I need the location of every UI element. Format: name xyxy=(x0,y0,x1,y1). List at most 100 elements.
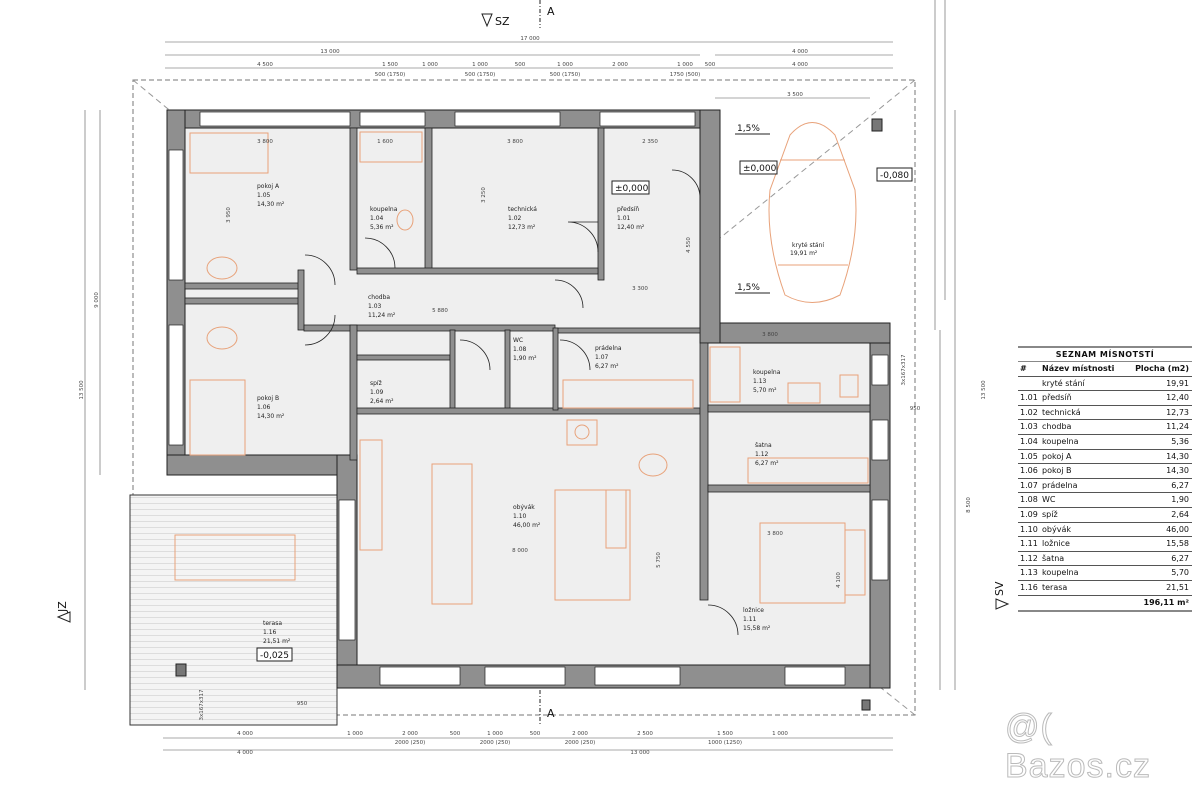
sofa xyxy=(554,489,631,601)
row-name: pokoj B xyxy=(1042,466,1072,476)
row-area: 6,27 xyxy=(1171,553,1189,563)
slope-top: 1,5% xyxy=(737,124,760,134)
bed-pokoj-a xyxy=(189,132,269,174)
dimension-label: 5 750 xyxy=(656,552,662,568)
dimension-lines xyxy=(84,0,956,751)
level-box-outside xyxy=(876,167,913,182)
row-number: 1.06 xyxy=(1020,466,1038,476)
row-area: 12,40 xyxy=(1166,393,1189,403)
table-title: SEZNAM MÍSNOTSTÍ xyxy=(1018,346,1192,362)
row-number: 1.10 xyxy=(1020,524,1038,534)
row-number: 1.05 xyxy=(1020,451,1038,461)
dimension-label: 2000 (250) xyxy=(565,740,596,746)
dimension-label: 3 800 xyxy=(762,332,778,338)
dimension-label: 4 000 xyxy=(237,750,253,756)
dimension-label: 2 000 xyxy=(402,731,418,737)
table-row: 1.11 ložnice 15,58 xyxy=(1018,537,1192,552)
bathtub-113 xyxy=(709,346,741,403)
dimension-label: 500 (1750) xyxy=(465,72,496,78)
dimension-label: 3 300 xyxy=(632,286,648,292)
dimension-label: 4 100 xyxy=(836,572,842,588)
row-name: ložnice xyxy=(1042,539,1070,549)
dimension-label: 1 000 xyxy=(677,62,693,68)
section-a-bottom: A xyxy=(547,707,555,720)
dimension-label: 13 500 xyxy=(981,380,987,400)
level-terrace: -0,025 xyxy=(260,651,289,661)
dimension-label: 2 500 xyxy=(637,731,653,737)
car-outline xyxy=(768,122,857,303)
row-number: 1.16 xyxy=(1020,582,1038,592)
dimension-label: 3 800 xyxy=(767,531,783,537)
row-name: prádelna xyxy=(1042,480,1078,490)
bathtub xyxy=(359,131,423,163)
row-name: chodba xyxy=(1042,422,1072,432)
table-row: 1.13 koupelna 5,70 xyxy=(1018,566,1192,581)
row-area: 15,58 xyxy=(1166,539,1189,549)
dimension-label: 3x167x317 xyxy=(901,354,907,386)
dimension-label: 1 000 xyxy=(422,62,438,68)
dimension-label: 1 000 xyxy=(487,731,503,737)
row-name: obývák xyxy=(1042,524,1071,534)
dimension-label: 4 000 xyxy=(237,731,253,737)
row-area: 11,24 xyxy=(1166,422,1189,432)
kitchen-counter xyxy=(359,439,383,551)
roof-outline xyxy=(132,79,916,716)
dimension-label: 1 500 xyxy=(717,731,733,737)
row-name: WC xyxy=(1042,495,1056,505)
level-box-entry xyxy=(611,180,650,195)
level-entry: ±0,000 xyxy=(615,184,649,194)
level-outside: -0,080 xyxy=(880,171,909,181)
dimension-label: 4 000 xyxy=(792,62,808,68)
row-number: 1.09 xyxy=(1020,509,1038,519)
row-area: 2,64 xyxy=(1171,509,1189,519)
orientation-triangle-icon xyxy=(56,611,71,623)
table-header: # Název místnosti Plocha (m2) xyxy=(1018,362,1192,377)
dimension-label: 500 xyxy=(515,62,526,68)
level-box-terrace xyxy=(256,647,293,662)
dimension-label: 4 500 xyxy=(257,62,273,68)
terrace-column xyxy=(175,663,187,677)
dimension-label: 13 000 xyxy=(630,750,650,756)
dimension-label: 3 950 xyxy=(226,207,232,223)
dimension-label: 5 880 xyxy=(432,308,448,314)
corner-column xyxy=(861,699,871,711)
row-name: koupelna xyxy=(1042,568,1079,578)
dimension-label: 1750 (500) xyxy=(670,72,701,78)
dimension-label: 500 (1750) xyxy=(375,72,406,78)
row-name: technická xyxy=(1042,407,1081,417)
marker-jz: JZ xyxy=(56,601,69,613)
terrace-deck xyxy=(129,494,338,726)
row-area: 21,51 xyxy=(1166,582,1189,592)
dimension-label: 500 xyxy=(530,731,541,737)
row-number: 1.01 xyxy=(1020,393,1038,403)
row-area: 5,70 xyxy=(1171,568,1189,578)
bed-pokoj-b xyxy=(189,379,246,456)
row-area: 14,30 xyxy=(1166,466,1189,476)
dimension-label: 8 000 xyxy=(512,548,528,554)
dimension-label: 500 xyxy=(450,731,461,737)
row-number xyxy=(1018,377,1042,391)
row-number: 1.13 xyxy=(1020,568,1038,578)
row-number: 1.11 xyxy=(1020,539,1038,549)
dimension-label: 17 000 xyxy=(520,36,540,42)
row-number: 1.04 xyxy=(1020,436,1038,446)
orientation-triangle-icon xyxy=(995,598,1010,610)
windows xyxy=(168,111,889,686)
dimension-label: 13 500 xyxy=(79,380,85,400)
row-area: 6,27 xyxy=(1171,480,1189,490)
